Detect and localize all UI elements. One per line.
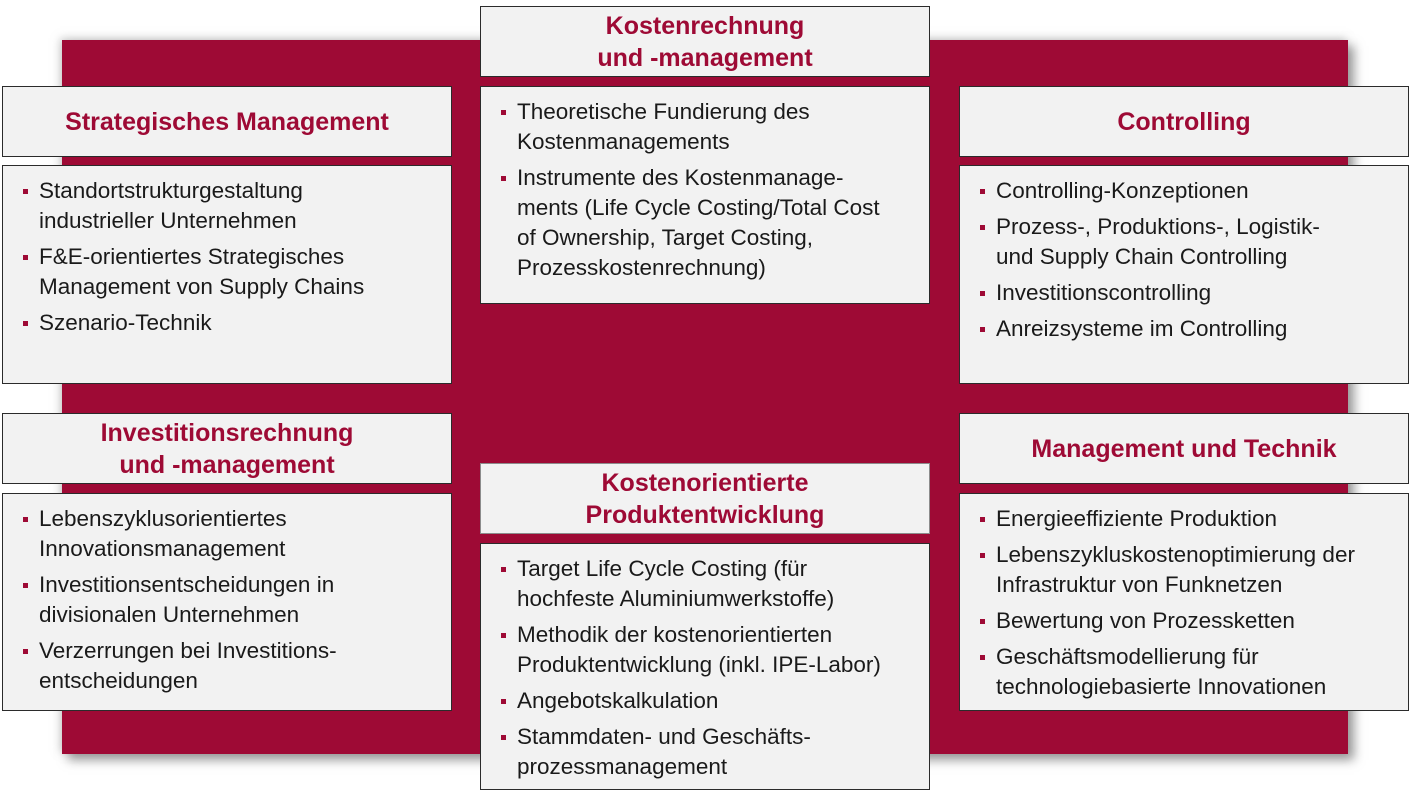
list-item: Investitionscontrolling — [980, 278, 1394, 308]
controlling-list: Controlling-Konzeptionen Prozess-, Produ… — [980, 176, 1394, 344]
controlling-header: Controlling — [959, 86, 1409, 157]
technik-header: Management und Technik — [959, 413, 1409, 484]
list-item: Geschäftsmodellierung für technologiebas… — [980, 642, 1394, 702]
kostenrechnung-list: Theoretische Fundierung des Kostenmanage… — [501, 97, 915, 283]
produktentwicklung-title-line1: Kostenorientierte — [601, 468, 809, 497]
list-item: Szenario-Technik — [23, 308, 437, 338]
list-item: Energieeffiziente Produktion — [980, 504, 1394, 534]
list-item: Theoretische Fundierung des Kostenmanage… — [501, 97, 915, 157]
list-item: Prozess-, Produktions-, Logistik- und Su… — [980, 212, 1394, 272]
kostenrechnung-header: Kostenrechnung und -management — [480, 6, 930, 77]
list-item: Lebenszykluskostenoptimierung der Infras… — [980, 540, 1394, 600]
list-item: Anreizsysteme im Controlling — [980, 314, 1394, 344]
list-item: Methodik der kostenorientierten Produkte… — [501, 620, 915, 680]
strategisch-list: Standortstrukturgestaltung industrieller… — [23, 176, 437, 338]
produktentwicklung-header: Kostenorientierte Produktentwicklung — [480, 463, 930, 534]
strategisch-content: Standortstrukturgestaltung industrieller… — [2, 165, 452, 384]
kostenrechnung-title-line2: und -management — [597, 43, 813, 72]
produktentwicklung-title-line2: Produktentwicklung — [585, 500, 825, 529]
controlling-content: Controlling-Konzeptionen Prozess-, Produ… — [959, 165, 1409, 384]
investition-header: Investitionsrechnung und -management — [2, 413, 452, 484]
technik-title: Management und Technik — [1031, 434, 1337, 463]
list-item: Standortstrukturgestaltung industrieller… — [23, 176, 437, 236]
kostenrechnung-title-line1: Kostenrechnung — [605, 11, 805, 40]
technik-list: Energieeffiziente Produktion Lebenszyklu… — [980, 504, 1394, 702]
list-item: Bewertung von Prozessketten — [980, 606, 1394, 636]
controlling-title: Controlling — [1117, 107, 1251, 136]
investition-title-line2: und -management — [119, 450, 335, 479]
produktentwicklung-content: Target Life Cycle Costing (für hochfeste… — [480, 543, 930, 790]
produktentwicklung-list: Target Life Cycle Costing (für hochfeste… — [501, 554, 915, 782]
strategisch-title: Strategisches Management — [65, 107, 389, 136]
list-item: Instrumente des Kostenmanage- ments (Lif… — [501, 163, 915, 283]
strategisch-header: Strategisches Management — [2, 86, 452, 157]
technik-content: Energieeffiziente Produktion Lebenszyklu… — [959, 493, 1409, 711]
list-item: Angebotskalkulation — [501, 686, 915, 716]
kostenrechnung-content: Theoretische Fundierung des Kostenmanage… — [480, 86, 930, 304]
investition-title-line1: Investitionsrechnung — [100, 418, 354, 447]
investition-list: Lebenszyklusorientiertes Innovationsmana… — [23, 504, 437, 696]
list-item: F&E-orientiertes Strategisches Managemen… — [23, 242, 437, 302]
list-item: Controlling-Konzeptionen — [980, 176, 1394, 206]
investition-content: Lebenszyklusorientiertes Innovationsmana… — [2, 493, 452, 711]
list-item: Lebenszyklusorientiertes Innovationsmana… — [23, 504, 437, 564]
list-item: Investitionsentscheidungen in divisional… — [23, 570, 437, 630]
list-item: Stammdaten- und Geschäfts- prozessmanage… — [501, 722, 915, 782]
list-item: Verzerrungen bei Investitions- entscheid… — [23, 636, 437, 696]
list-item: Target Life Cycle Costing (für hochfeste… — [501, 554, 915, 614]
